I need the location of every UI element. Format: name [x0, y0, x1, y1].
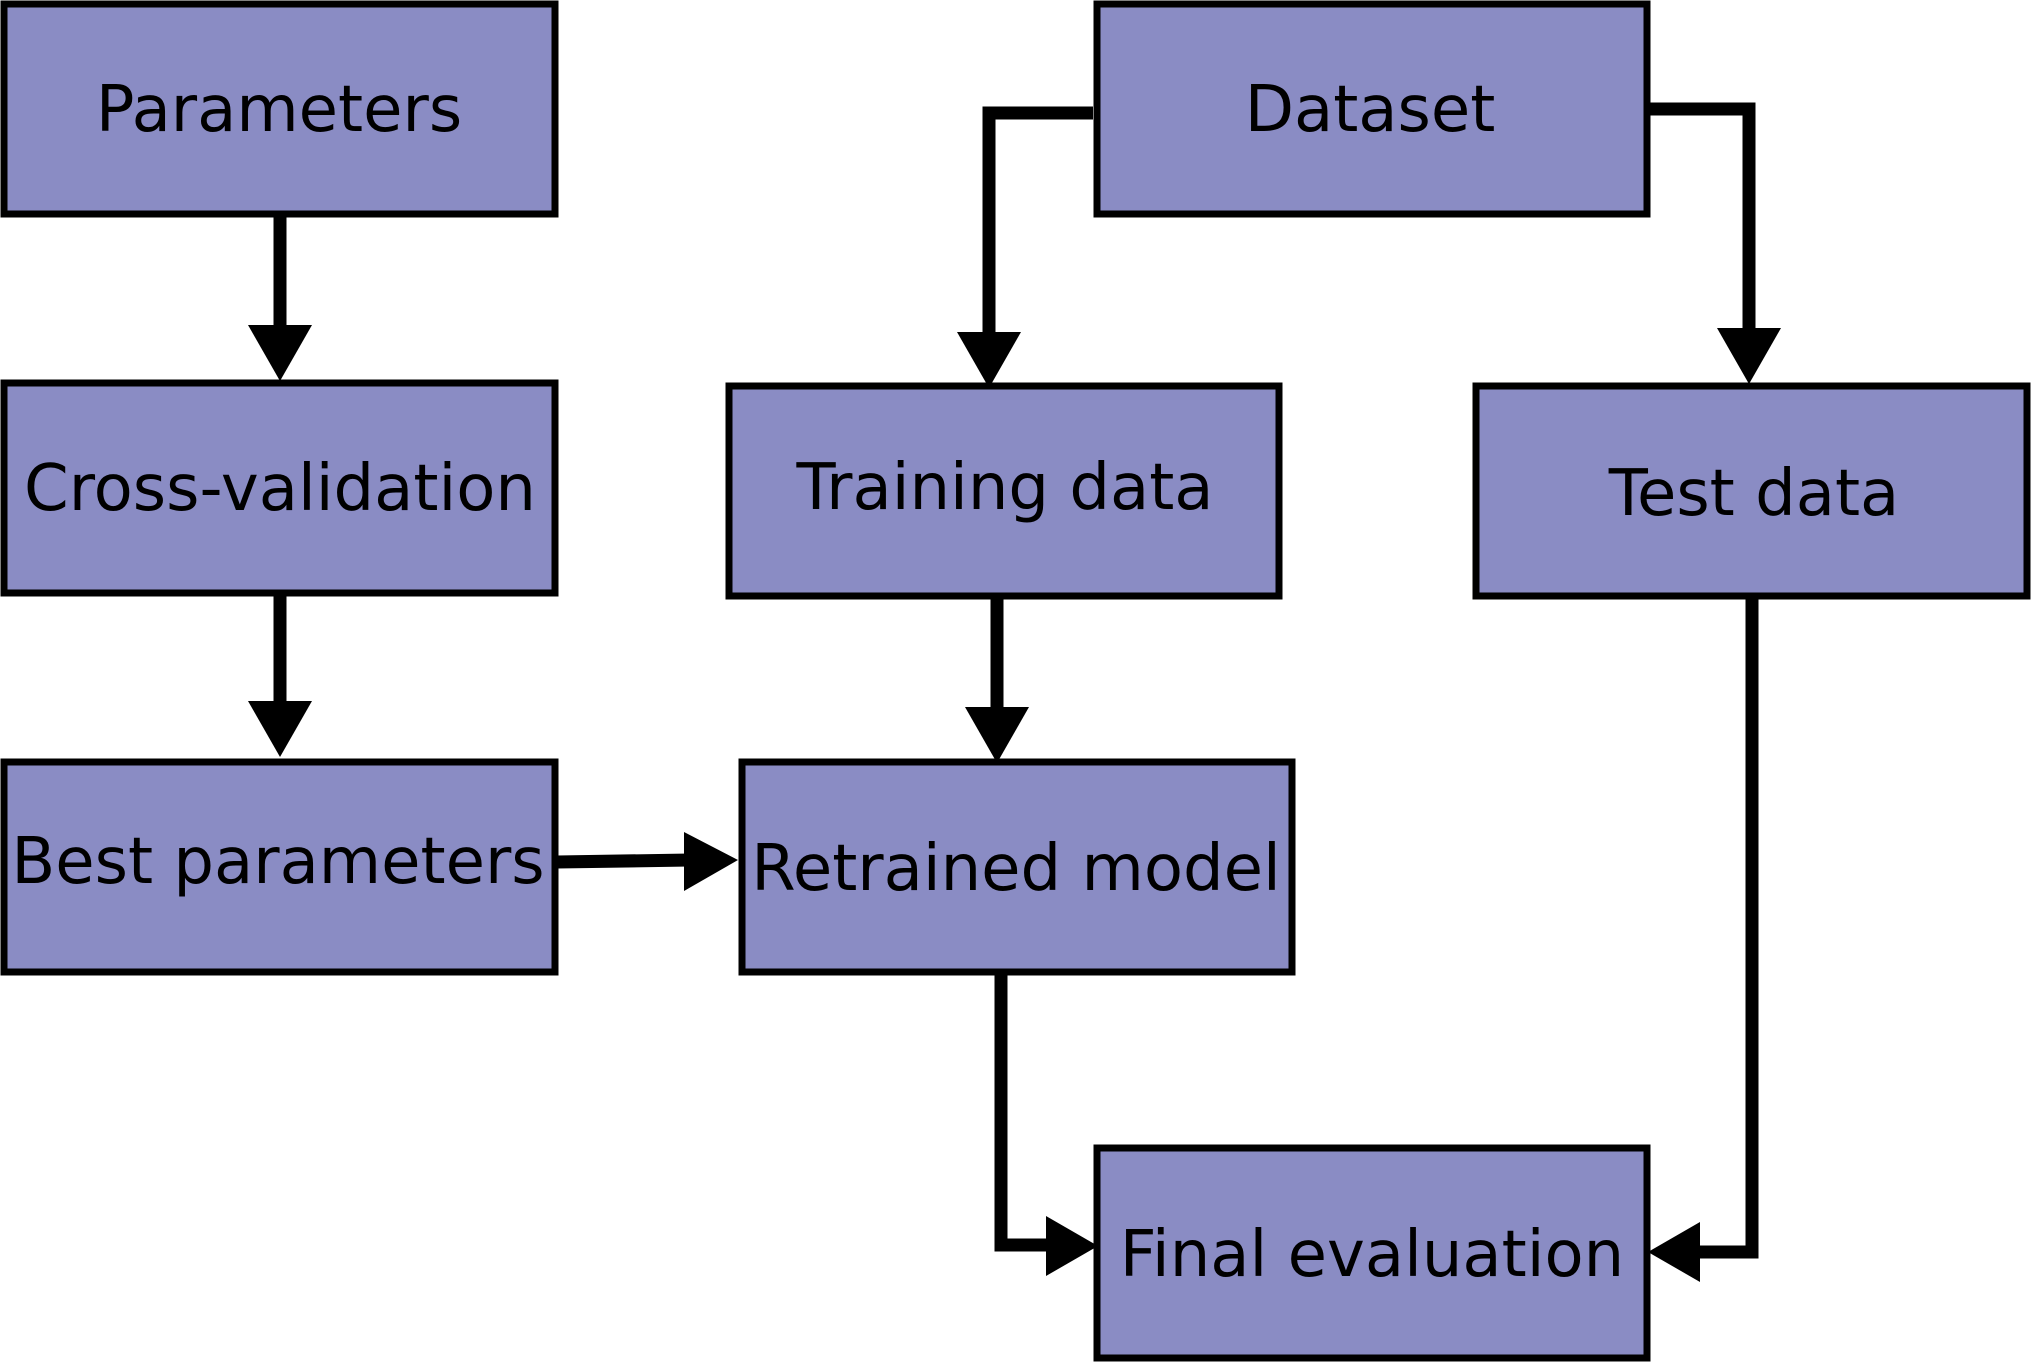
node-parameters-box — [0, 0, 559, 218]
edge-cross-validation-to-best-parameters — [248, 593, 312, 757]
node-parameters-label: Parameters — [96, 73, 462, 147]
node-retrained-model-box — [738, 758, 1296, 976]
node-final-evaluation-box — [1093, 1144, 1651, 1362]
node-best-parameters-box — [0, 758, 559, 976]
node-dataset-box — [1093, 0, 1651, 218]
edge-parameters-to-cross-validation — [248, 215, 312, 381]
node-parameters: Parameters — [0, 0, 559, 218]
node-training-data: Training data — [725, 382, 1283, 600]
edges — [248, 102, 1781, 1282]
node-test-data-box — [1472, 382, 2031, 600]
node-best-parameters-label: Best parameters — [11, 825, 544, 899]
node-training-data-label: Training data — [795, 451, 1213, 525]
node-training-data-box — [725, 382, 1283, 600]
edge-best-parameters-to-retrained-model — [556, 832, 738, 891]
node-retrained-model: Retrained model — [738, 758, 1296, 976]
node-cross-validation-label: Cross-validation — [24, 452, 536, 526]
node-test-data-label: Test data — [1608, 457, 1900, 531]
node-dataset-label: Dataset — [1245, 73, 1496, 147]
node-retrained-model-label: Retrained model — [751, 832, 1281, 906]
edge-test-data-to-final-evaluation — [1648, 597, 1759, 1282]
node-cross-validation-box — [0, 379, 559, 597]
edge-retrained-model-to-final-evaluation — [994, 972, 1098, 1276]
edge-training-data-to-retrained-model — [965, 597, 1029, 763]
node-final-evaluation: Final evaluation — [1093, 1144, 1651, 1362]
edge-dataset-to-training-data — [957, 106, 1093, 388]
edge-dataset-to-test-data — [1645, 102, 1781, 384]
node-test-data: Test data — [1472, 382, 2031, 600]
node-final-evaluation-label: Final evaluation — [1120, 1218, 1624, 1292]
node-cross-validation: Cross-validation — [0, 379, 559, 597]
node-best-parameters: Best parameters — [0, 758, 559, 976]
node-dataset: Dataset — [1093, 0, 1651, 218]
